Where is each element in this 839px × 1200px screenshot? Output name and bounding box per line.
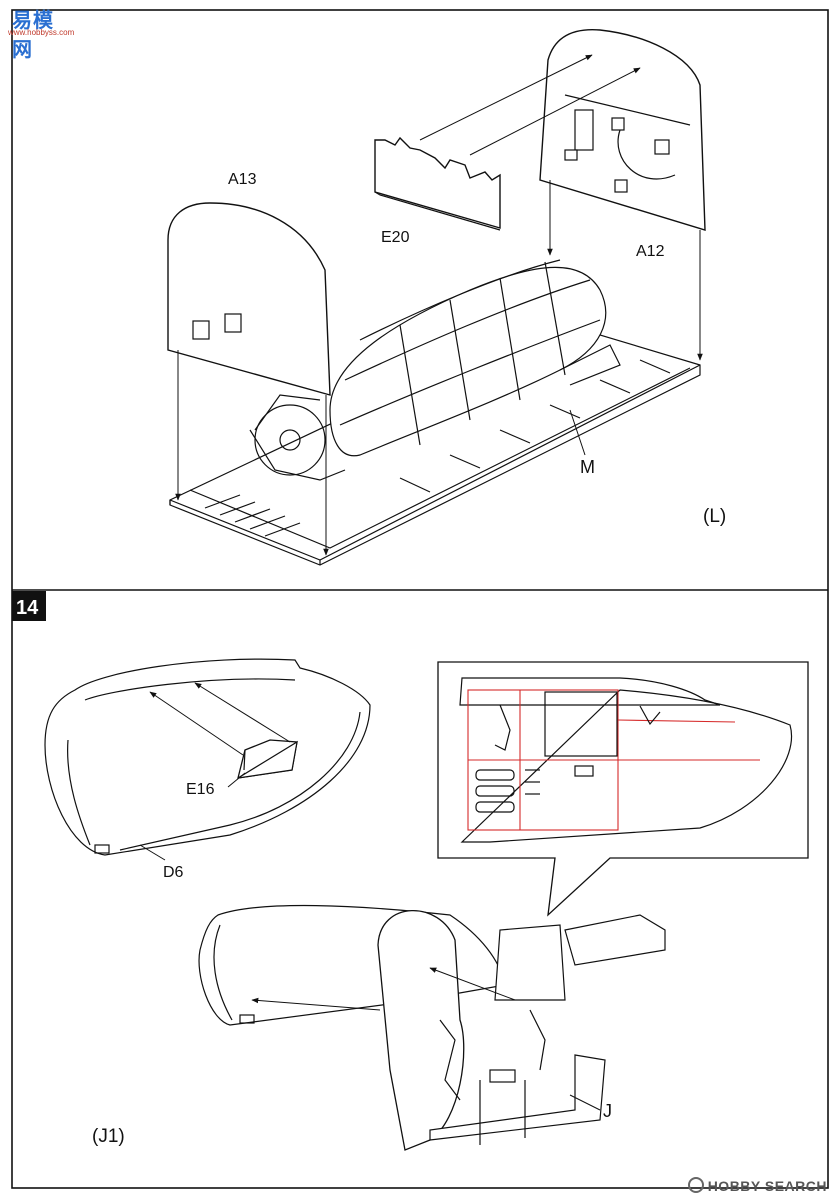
label-d6: D6 <box>163 864 184 881</box>
arrow-e16-2 <box>194 682 291 743</box>
leader-j <box>569 1094 601 1111</box>
watermark-top: 易模网 www.hobbyss.com <box>4 4 75 61</box>
part-e20-panel <box>374 136 501 231</box>
label-m: M <box>580 457 595 477</box>
arrow-j-1 <box>251 997 381 1011</box>
panel-top <box>167 28 706 566</box>
arrow-e16-1 <box>149 691 244 756</box>
assembly-arrows-top <box>175 54 703 556</box>
label-e16: E16 <box>186 781 215 798</box>
part-a12-bulkhead <box>539 28 706 231</box>
label-sub-assembly-j1: (J1) <box>92 1126 125 1147</box>
step-number-box <box>12 591 46 621</box>
label-j: J <box>603 1101 612 1121</box>
detail-inset <box>437 661 809 917</box>
watermark-logo-icon <box>687 1177 704 1193</box>
step-number: 14 <box>16 597 39 619</box>
part-j-cockpit-assembly <box>198 904 666 1151</box>
watermark-bottom: HOBBY SEARCH <box>687 1177 827 1194</box>
part-d6-fuselage-half <box>44 658 371 856</box>
part-a13-bulkhead <box>167 202 331 396</box>
label-sub-assembly-l: (L) <box>703 506 726 527</box>
leader-d6 <box>139 844 166 861</box>
base-tray-m <box>169 319 701 566</box>
panel-bottom <box>44 658 809 1151</box>
label-e20: E20 <box>381 229 410 246</box>
watermark-bottom-text: HOBBY SEARCH <box>707 1178 827 1194</box>
watermark-top-url: www.hobbyss.com <box>8 28 75 37</box>
leader-e16 <box>227 772 246 788</box>
label-a13: A13 <box>228 171 257 188</box>
watermark-top-text: 易模网 <box>12 10 54 61</box>
part-e16-block <box>237 739 298 779</box>
label-a12: A12 <box>636 243 665 260</box>
leader-m <box>569 409 586 456</box>
engine-assembly <box>249 259 621 481</box>
arrow-j-2 <box>429 967 516 1001</box>
